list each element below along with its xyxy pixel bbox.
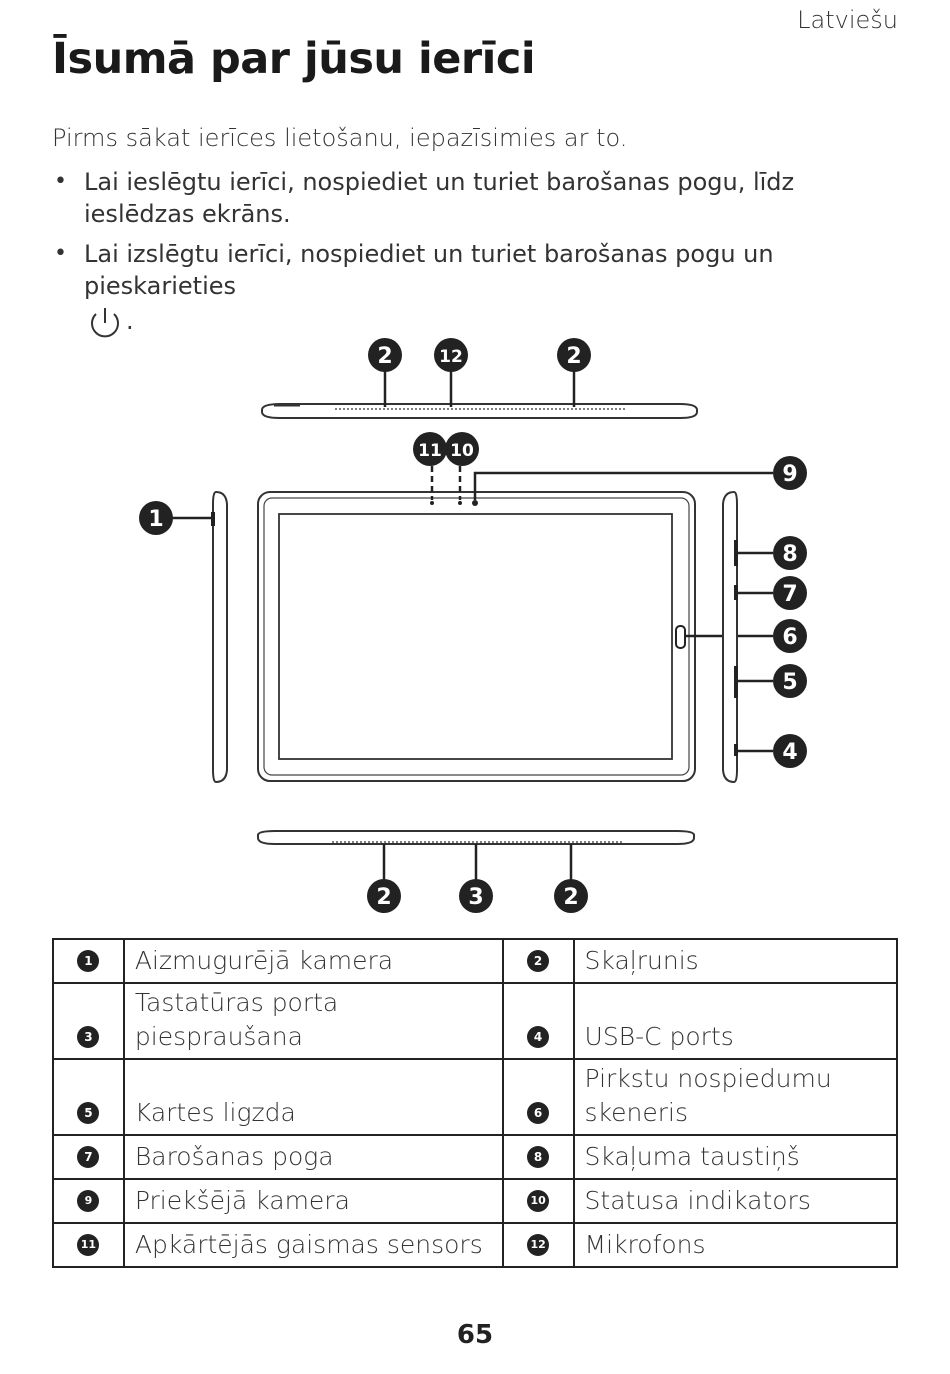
language-label: Latviešu	[797, 6, 898, 34]
callout-badge: 5	[773, 664, 807, 698]
page-title: Īsumā par jūsu ierīci	[52, 34, 536, 84]
callout-badge: 1	[139, 501, 173, 535]
callout-number: 8	[782, 542, 797, 567]
table-row: 3 Tastatūras porta piespraušana 4 USB-C …	[52, 982, 899, 1060]
part-number-badge: 4	[527, 1026, 550, 1048]
table-row: 5 Kartes ligzda 6 Pirkstu nospiedumu ske…	[52, 1058, 899, 1136]
instruction-list: Lai ieslēgtu ierīci, nospiediet un turie…	[52, 166, 902, 350]
callout-number: 9	[782, 462, 797, 487]
power-icon	[91, 308, 119, 338]
instruction-item: Lai ieslēgtu ierīci, nospiediet un turie…	[52, 166, 902, 230]
part-label: Barošanas poga	[122, 1134, 504, 1180]
left-side-view: 1	[139, 490, 228, 784]
callout-badge: 9	[773, 456, 807, 490]
part-number-badge: 2	[527, 950, 550, 972]
part-number-badge: 5	[77, 1102, 100, 1124]
table-row: 1 Aizmugurējā kamera 2 Skaļrunis	[52, 938, 899, 984]
instruction-item: Lai izslēgtu ierīci, nospiediet un turie…	[52, 238, 902, 342]
device-diagram: .dev{fill:#fff;stroke:#333;stroke-width:…	[139, 338, 807, 913]
callout-number: 2	[563, 885, 578, 910]
part-label: Skaļrunis	[572, 938, 899, 984]
part-label: Priekšējā kamera	[122, 1178, 504, 1224]
callout-number: 10	[450, 441, 474, 461]
callout-badge: 2	[368, 338, 402, 372]
part-number-badge: 11	[77, 1234, 100, 1256]
part-number-badge: 9	[77, 1190, 100, 1212]
callout-badge: 2	[554, 879, 588, 913]
parts-table: 1 Aizmugurējā kamera 2 Skaļrunis 3 Tasta…	[52, 938, 899, 1268]
part-number-badge: 7	[77, 1146, 100, 1168]
part-number-badge: 3	[77, 1026, 100, 1048]
callout-number: 2	[376, 885, 391, 910]
intro-text: Pirms sākat ierīces lietošanu, iepazīsim…	[52, 124, 628, 152]
instruction-suffix: .	[126, 307, 134, 335]
part-number-badge: 10	[527, 1190, 550, 1212]
callout-badge: 3	[459, 879, 493, 913]
table-row: 7 Barošanas poga 8 Skaļuma taustiņš	[52, 1134, 899, 1180]
top-edge-view: 2 12 2	[261, 338, 698, 419]
instruction-text: Lai ieslēgtu ierīci, nospiediet un turie…	[84, 168, 795, 228]
callout-number: 2	[377, 344, 392, 369]
page-number: 65	[456, 1320, 494, 1350]
right-side-view: 8 7 5 4	[722, 490, 807, 784]
bottom-edge-view: 2 3 2	[257, 830, 695, 913]
part-label: Pirkstu nospiedumu skeneris	[572, 1058, 899, 1136]
callout-number: 12	[439, 347, 463, 367]
callout-badge: 2	[557, 338, 591, 372]
callout-number: 1	[148, 507, 163, 532]
part-number-badge: 1	[77, 950, 100, 972]
callout-number: 3	[468, 885, 483, 910]
callout-number: 6	[782, 625, 797, 650]
part-number-badge: 8	[527, 1146, 550, 1168]
callout-badge: 12	[434, 338, 468, 372]
part-label: Statusa indikators	[572, 1178, 899, 1224]
callout-number: 4	[782, 740, 797, 765]
callout-number: 7	[782, 582, 797, 607]
part-label: Kartes ligzda	[122, 1058, 504, 1136]
table-row: 9 Priekšējā kamera 10 Statusa indikators	[52, 1178, 899, 1224]
front-view: 11 10 9 6	[257, 432, 807, 782]
part-label: USB-C ports	[572, 982, 899, 1060]
part-label: Apkārtējās gaismas sensors	[122, 1222, 504, 1268]
callout-number: 2	[566, 344, 581, 369]
table-row: 11 Apkārtējās gaismas sensors 12 Mikrofo…	[52, 1222, 899, 1268]
instruction-text: Lai izslēgtu ierīci, nospiediet un turie…	[84, 240, 774, 300]
callout-badge: 2	[367, 879, 401, 913]
callout-badge: 7	[773, 576, 807, 610]
part-label: Skaļuma taustiņš	[572, 1134, 899, 1180]
part-number-badge: 6	[527, 1102, 550, 1124]
part-label: Mikrofons	[572, 1222, 899, 1268]
callout-badge: 6	[773, 619, 807, 653]
callout-badge: 8	[773, 536, 807, 570]
callout-badge: 11	[413, 432, 447, 466]
callout-badge: 10	[445, 432, 479, 466]
part-label: Tastatūras porta piespraušana	[122, 982, 504, 1060]
callout-number: 11	[418, 441, 442, 461]
callout-badge: 4	[773, 734, 807, 768]
part-number-badge: 12	[527, 1234, 550, 1256]
callout-number: 5	[782, 670, 797, 695]
part-label: Aizmugurējā kamera	[122, 938, 504, 984]
